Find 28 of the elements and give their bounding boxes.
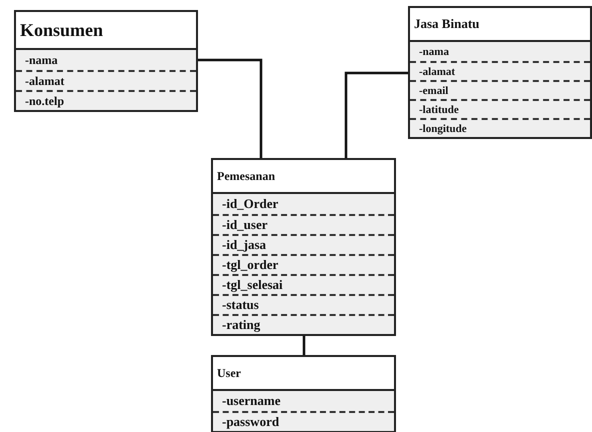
attribute-text: -email bbox=[410, 80, 590, 99]
attribute-text: -longitude bbox=[410, 118, 590, 137]
connector-line bbox=[302, 336, 306, 355]
attribute-text: -no.telp bbox=[16, 90, 196, 110]
attribute-text: -latitude bbox=[410, 99, 590, 118]
attribute-text: -id_user bbox=[213, 214, 394, 234]
class-box bbox=[211, 355, 396, 432]
attribute-text: -id_Order bbox=[221, 195, 280, 213]
class-box bbox=[408, 6, 592, 139]
class-name: Jasa Binatu bbox=[410, 8, 590, 42]
attribute-text: -nama bbox=[418, 44, 450, 60]
attribute-text: -tgl_order bbox=[213, 254, 394, 274]
attribute-text: -tgl_selesai bbox=[213, 274, 394, 294]
class-box bbox=[211, 158, 396, 336]
attribute-text: -alamat bbox=[16, 70, 196, 90]
class-name: Pemesanan bbox=[213, 160, 394, 194]
attribute-text: -rating bbox=[213, 314, 394, 334]
class-box bbox=[14, 10, 198, 112]
connector-line bbox=[198, 58, 262, 158]
attribute-text: -nama bbox=[24, 52, 59, 68]
attribute-text: -alamat bbox=[410, 61, 590, 80]
attribute-text: -id_jasa bbox=[213, 234, 394, 254]
attribute-text: -status bbox=[213, 294, 394, 314]
attribute-text: -username bbox=[221, 392, 282, 410]
class-name: User bbox=[213, 357, 394, 391]
connector-line bbox=[344, 72, 408, 158]
class-name: Konsumen bbox=[16, 12, 196, 50]
attribute-text: -password bbox=[213, 411, 394, 431]
